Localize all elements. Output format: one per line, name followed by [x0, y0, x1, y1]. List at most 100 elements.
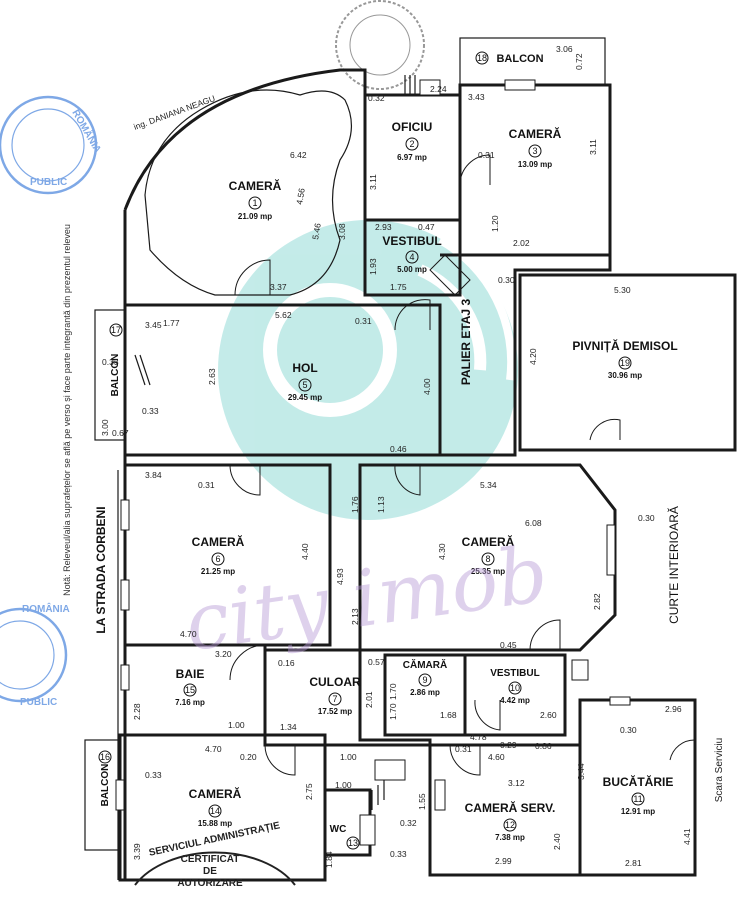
svg-text:1.00: 1.00: [340, 752, 357, 762]
room-3-number: 3: [532, 146, 537, 156]
svg-text:2.99: 2.99: [495, 856, 512, 866]
svg-text:0.86: 0.86: [535, 741, 552, 751]
svg-text:0.47: 0.47: [418, 222, 435, 232]
room-16-number: 16: [100, 752, 110, 762]
room-8-area: 25.35 mp: [471, 567, 505, 576]
room-6-number: 6: [215, 554, 220, 564]
svg-text:4.30: 4.30: [437, 543, 447, 560]
room-14: CAMERĂ 14 15.88 mp: [189, 786, 242, 828]
room-18-number: 18: [477, 53, 487, 63]
svg-text:0.32: 0.32: [368, 93, 385, 103]
svg-text:1.76: 1.76: [350, 496, 360, 513]
svg-text:2.24: 2.24: [430, 84, 447, 94]
svg-text:4.60: 4.60: [488, 752, 505, 762]
svg-text:4.40: 4.40: [300, 543, 310, 560]
svg-text:1.13: 1.13: [376, 496, 386, 513]
svg-text:1.70: 1.70: [388, 683, 398, 700]
svg-text:3.39: 3.39: [132, 843, 142, 860]
room-13-name: WC: [330, 824, 347, 835]
svg-text:4.00: 4.00: [422, 378, 432, 395]
room-17-name: BALCON: [110, 354, 121, 397]
svg-text:0.32: 0.32: [400, 818, 417, 828]
room-3-area: 13.09 mp: [518, 160, 552, 169]
stamp-country-text: ROMÂNIA: [69, 107, 104, 155]
room-7: CULOAR 7 17.52 mp: [309, 675, 361, 716]
room-2: OFICIU 2 6.97 mp: [392, 120, 433, 162]
room-8-number: 8: [485, 554, 490, 564]
windows: [115, 79, 631, 846]
room-3-name: CAMERĂ: [509, 126, 562, 141]
dimension-labels: 6.42 4.56 5.46 3.37 3.08 0.32 2.24 3.11 …: [100, 44, 692, 868]
svg-text:0.30: 0.30: [620, 725, 637, 735]
room-12: CAMERĂ SERV. 12 7.38 mp: [465, 800, 556, 842]
svg-text:6.42: 6.42: [290, 150, 307, 160]
room-16: 16 BALCON: [98, 750, 112, 806]
svg-text:1.20: 1.20: [490, 215, 500, 232]
room-10: VESTIBUL 10 4.42 mp: [490, 668, 539, 705]
svg-text:1.34: 1.34: [280, 722, 297, 732]
room-2-name: OFICIU: [392, 120, 433, 134]
svg-text:3.44: 3.44: [576, 763, 586, 780]
room-5-number: 5: [302, 380, 307, 390]
room-6-area: 21.25 mp: [201, 567, 235, 576]
svg-text:3.11: 3.11: [368, 174, 378, 190]
svg-text:3.08: 3.08: [337, 223, 347, 240]
svg-text:5.46: 5.46: [310, 222, 323, 240]
room-18: 18 BALCON: [475, 51, 544, 65]
room-19-area: 30.96 mp: [608, 371, 642, 380]
svg-text:1.75: 1.75: [390, 282, 407, 292]
room-5-area: 29.45 mp: [288, 393, 322, 402]
svg-text:0.33: 0.33: [145, 770, 162, 780]
svg-text:3.84: 3.84: [145, 470, 162, 480]
room-10-name: VESTIBUL: [490, 668, 539, 679]
room-10-area: 4.42 mp: [500, 696, 530, 705]
palier-label: PALIER ETAJ 3: [459, 299, 473, 386]
room-14-area: 15.88 mp: [198, 819, 232, 828]
room-1-area: 21.09 mp: [238, 212, 272, 221]
room-12-number: 12: [505, 820, 515, 830]
svg-text:0.33: 0.33: [390, 849, 407, 859]
svg-text:4.70: 4.70: [180, 629, 197, 639]
svg-text:1.00: 1.00: [335, 780, 352, 790]
svg-text:1.93: 1.93: [368, 258, 378, 275]
stamp-public-text: PUBLIC: [30, 177, 67, 188]
room-5-name: HOL: [292, 361, 317, 375]
svg-text:0.46: 0.46: [390, 444, 407, 454]
room-11-name: BUCĂTĂRIE: [603, 774, 674, 789]
svg-text:5.62: 5.62: [275, 310, 292, 320]
svg-text:0.67: 0.67: [112, 428, 129, 438]
svg-text:0.72: 0.72: [574, 53, 584, 70]
svg-text:4.78: 4.78: [470, 732, 487, 742]
svg-text:2.63: 2.63: [207, 368, 217, 385]
stamp-left-top: ROMÂNIA PUBLIC: [0, 95, 105, 195]
svg-text:2.75: 2.75: [304, 783, 314, 800]
svg-text:4.20: 4.20: [528, 348, 538, 365]
cert-line3: AUTORIZARE: [177, 878, 243, 889]
room-15: BAIE 15 7.16 mp: [175, 667, 205, 707]
svg-text:4.70: 4.70: [205, 744, 222, 754]
svg-text:2.40: 2.40: [552, 833, 562, 850]
room-8-name: CAMERĂ: [462, 534, 515, 549]
svg-text:0.45: 0.45: [500, 640, 517, 650]
svg-text:2.81: 2.81: [625, 858, 642, 868]
room-15-area: 7.16 mp: [175, 698, 205, 707]
room-15-number: 15: [185, 685, 195, 695]
courtyard-label: CURTE INTERIOARĂ: [666, 506, 681, 624]
stamp-top: [335, 0, 425, 90]
svg-text:1.84: 1.84: [324, 851, 334, 868]
svg-text:0.16: 0.16: [278, 658, 295, 668]
room-2-number: 2: [409, 139, 414, 149]
room-4-number: 4: [409, 252, 414, 262]
room-1-name: CAMERĂ: [229, 178, 282, 193]
svg-text:0.31: 0.31: [198, 480, 215, 490]
svg-text:2.96: 2.96: [665, 704, 682, 714]
room-1-number: 1: [252, 198, 257, 208]
room-15-name: BAIE: [176, 667, 205, 681]
note-text: Notă: Releveul/alia suprafețelor se află…: [62, 224, 72, 596]
room-13-number: 13: [348, 838, 358, 848]
room-9: CĂMARĂ 9 2.86 mp: [403, 658, 447, 697]
svg-text:4.56: 4.56: [294, 187, 307, 205]
svg-text:0.31: 0.31: [355, 316, 372, 326]
svg-text:0.30: 0.30: [498, 275, 515, 285]
